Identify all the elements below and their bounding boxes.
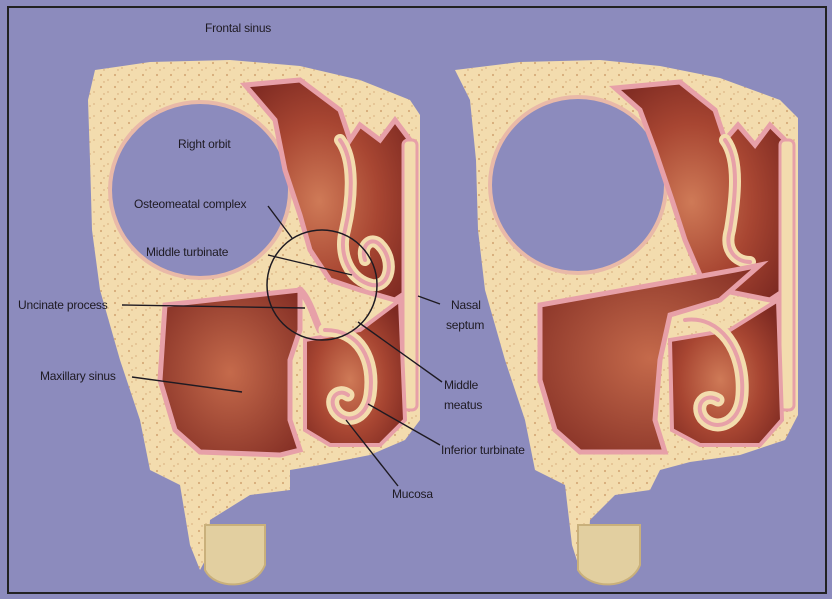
label-right-orbit: Right orbit xyxy=(178,137,231,151)
label-nasal-septum-1: Nasal xyxy=(451,298,481,312)
right-orbit-right xyxy=(490,97,666,273)
label-middle-turbinate: Middle turbinate xyxy=(146,245,229,259)
label-maxillary-sinus: Maxillary sinus xyxy=(40,369,116,383)
label-uncinate-process: Uncinate process xyxy=(18,298,108,312)
maxillary-sinus-left xyxy=(160,290,300,455)
label-inferior-turbinate: Inferior turbinate xyxy=(441,443,525,457)
label-mucosa: Mucosa xyxy=(392,487,433,501)
nasal-septum-left xyxy=(403,140,417,410)
label-middle-meatus-1: Middle xyxy=(444,378,479,392)
tooth-right xyxy=(578,525,640,584)
label-osteomeatal-complex: Osteomeatal complex xyxy=(134,197,246,211)
label-frontal-sinus: Frontal sinus xyxy=(205,21,271,35)
label-middle-meatus-2: meatus xyxy=(444,398,482,412)
label-nasal-septum-2: septum xyxy=(446,318,484,332)
tooth-left xyxy=(205,525,265,584)
